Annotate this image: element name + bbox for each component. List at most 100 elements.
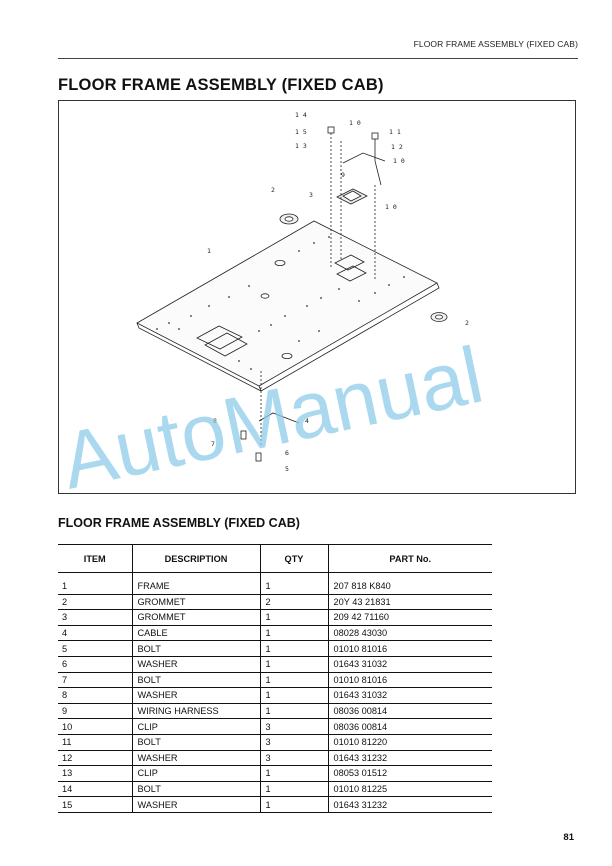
grommets [279,188,448,322]
part-number-cell: 01643 31032 [327,687,492,704]
callout-10b: 1 0 [393,157,405,165]
item-cell: 3 [58,609,132,626]
description-cell: CLIP [131,765,260,782]
qty-cell: 1 [259,703,328,720]
column-header-description: DESCRIPTION [131,544,260,573]
part-number-cell: 01643 31032 [327,656,492,673]
exploded-view-drawing: 1 4 1 5 1 3 1 0 1 1 1 2 1 0 9 1 0 2 3 1 … [136,111,469,473]
description-cell: BOLT [131,640,260,657]
qty-cell: 1 [259,781,328,798]
running-header: FLOOR FRAME ASSEMBLY (FIXED CAB) [413,39,578,49]
item-cell: 1 [58,572,132,595]
item-cell: 5 [58,640,132,657]
description-cell: BOLT [131,672,260,689]
callout-11: 1 1 [389,128,401,136]
part-number-cell: 209 42 71160 [327,609,492,626]
qty-cell: 3 [259,734,328,751]
qty-cell: 1 [259,765,328,782]
description-cell: WASHER [131,687,260,704]
part-number-cell: 207 818 K840 [327,572,492,595]
part-number-cell: 01010 81220 [327,734,492,751]
callout-10a: 1 0 [349,119,361,127]
part-number-cell: 08053 01512 [327,765,492,782]
description-cell: CABLE [131,625,260,642]
item-cell: 13 [58,765,132,782]
item-cell: 4 [58,625,132,642]
part-number-cell: 01010 81016 [327,640,492,657]
page-number: 81 [563,832,574,843]
item-cell: 10 [58,718,132,735]
qty-cell: 3 [259,718,328,735]
item-cell: 9 [58,703,132,720]
part-number-cell: 08036 00814 [327,703,492,720]
qty-cell: 1 [259,672,328,689]
part-number-cell: 08028 43030 [327,625,492,642]
item-cell: 6 [58,656,132,673]
qty-cell: 1 [259,609,328,626]
part-number-cell: 01643 31232 [327,750,492,767]
qty-cell: 3 [259,750,328,767]
callout-15: 1 5 [295,128,307,136]
callout-14: 1 4 [295,111,307,119]
callout-labels: 1 4 1 5 1 3 1 0 1 1 1 2 1 0 9 1 0 2 3 1 … [207,111,469,473]
table-title: FLOOR FRAME ASSEMBLY (FIXED CAB) [58,516,300,530]
callout-7: 7 [211,440,215,448]
callout-10c: 1 0 [385,203,397,211]
qty-cell: 1 [259,796,328,813]
part-number-cell: 01010 81225 [327,781,492,798]
description-cell: CLIP [131,718,260,735]
callout-9: 9 [341,171,345,179]
description-cell: GROMMET [131,609,260,626]
qty-cell: 1 [259,625,328,642]
header-rule [58,58,578,59]
qty-cell: 2 [259,594,328,611]
part-number-cell: 01643 31232 [327,796,492,813]
plate-holes [156,236,405,370]
qty-cell: 1 [259,572,328,595]
part-number-cell: 20Y 43 21831 [327,594,492,611]
description-cell: WIRING HARNESS [131,703,260,720]
callout-12: 1 2 [391,143,403,151]
item-cell: 8 [58,687,132,704]
callout-13: 1 3 [295,142,307,150]
qty-cell: 1 [259,656,328,673]
part-number-cell: 08036 00814 [327,718,492,735]
qty-cell: 1 [259,687,328,704]
description-cell: GROMMET [131,594,260,611]
callout-4: 4 [305,417,309,425]
callout-5: 5 [285,465,289,473]
description-cell: WASHER [131,750,260,767]
part-number-cell: 01010 81016 [327,672,492,689]
column-header-part-no: PART No. [327,544,492,573]
qty-cell: 1 [259,640,328,657]
item-cell: 14 [58,781,132,798]
callout-6: 6 [285,449,289,457]
callout-2b: 2 [465,319,469,327]
item-cell: 12 [58,750,132,767]
exploded-view-figure: 1 4 1 5 1 3 1 0 1 1 1 2 1 0 9 1 0 2 3 1 … [58,100,576,494]
column-header-item: ITEM [58,544,132,573]
table-header-row: ITEM DESCRIPTION QTY PART No. [58,544,492,573]
callout-2a: 2 [271,186,275,194]
callout-1: 1 [207,247,211,255]
harness-and-cables [240,126,386,462]
description-cell: WASHER [131,656,260,673]
description-cell: BOLT [131,734,260,751]
item-cell: 2 [58,594,132,611]
description-cell: WASHER [131,796,260,813]
